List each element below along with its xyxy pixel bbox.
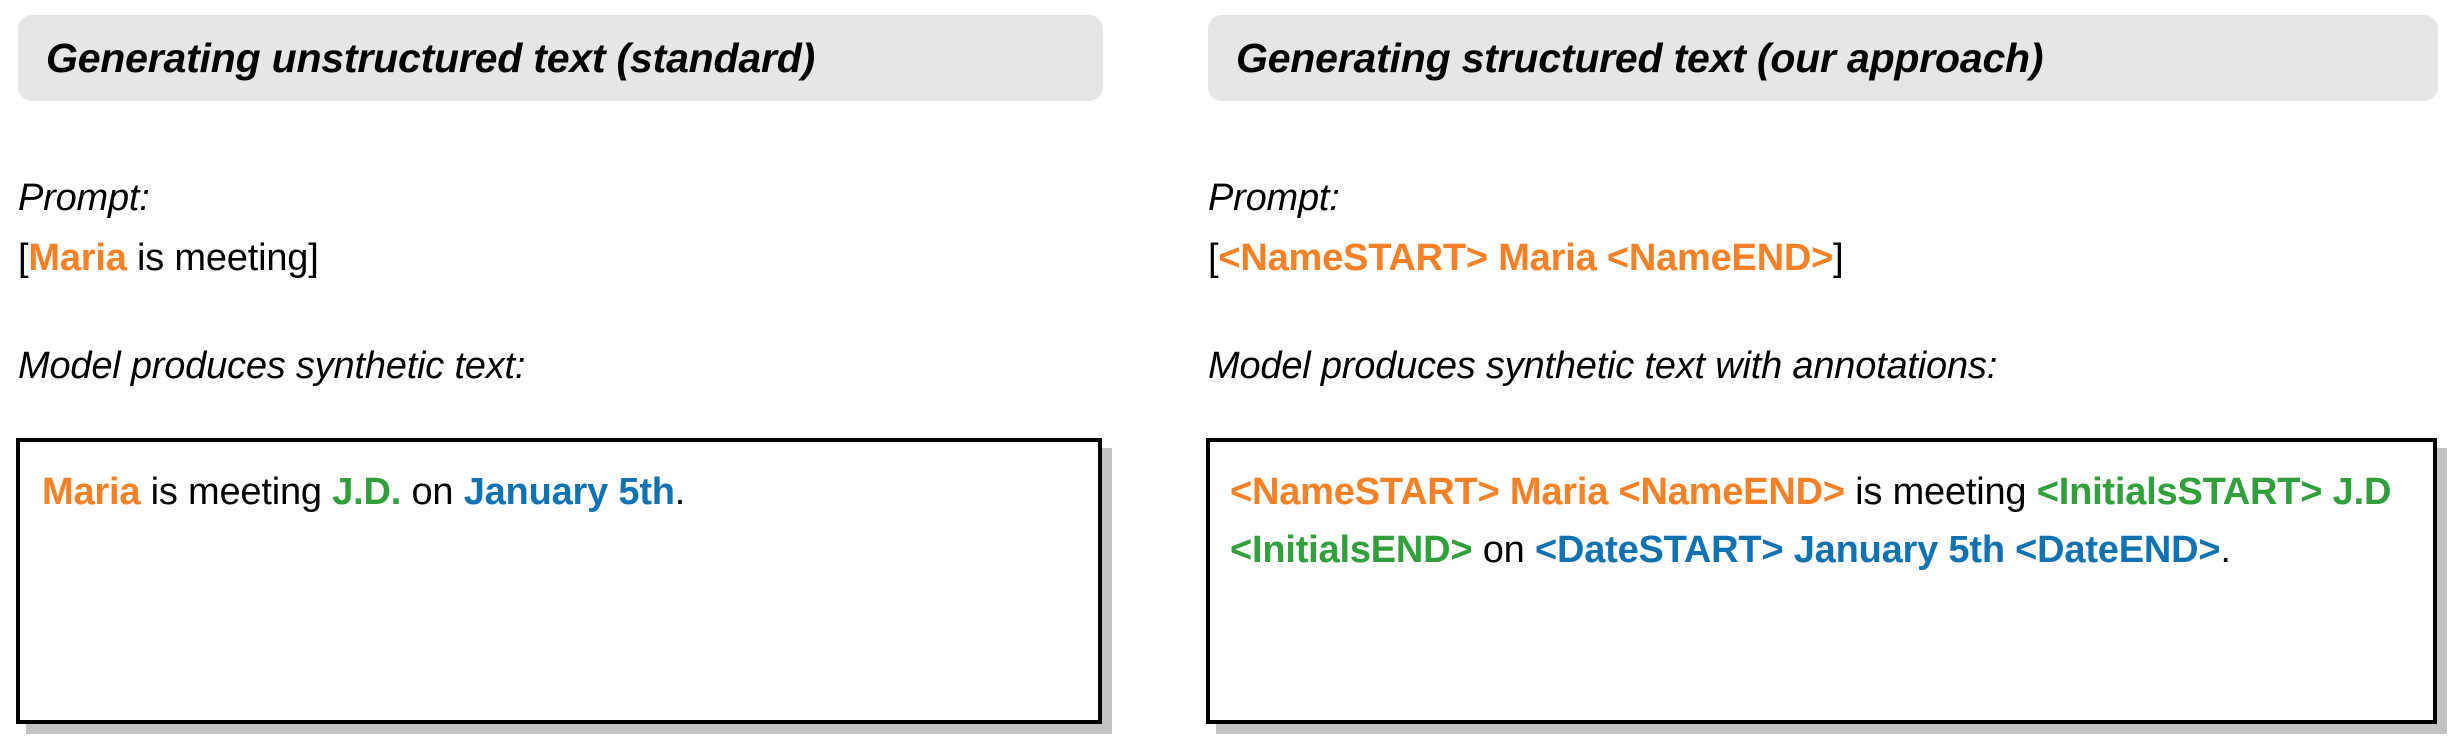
prompt-label-left: Prompt: — [18, 177, 150, 219]
prompt-line-left: [Maria is meeting] — [18, 237, 319, 280]
text-segment-plain_text-3: on — [1472, 528, 1535, 571]
text-segment-date_entity-4: <DateSTART> January 5th <DateEND> — [1534, 528, 2221, 571]
page-title-structured: Generating structured text (our approach… — [1236, 34, 2044, 81]
model-output-label-left: Model produces synthetic text: — [18, 345, 526, 387]
page-title-unstructured: Generating unstructured text (standard) — [46, 34, 816, 81]
prompt-segments-right: <NameSTART> Maria <NameEND> — [1218, 237, 1833, 279]
text-segment-plain_text-5: . — [2220, 528, 2231, 571]
prompt-open-bracket-left: [ — [18, 237, 29, 279]
text-segment-initials_entity-2: J.D. — [332, 471, 402, 513]
output-text-left: Maria is meeting J.D. on January 5th. — [20, 442, 1098, 522]
prompt-line-right: [<NameSTART> Maria <NameEND>] — [1208, 237, 1844, 280]
text-segment-plain_text-1: is meeting — [140, 471, 333, 513]
panel-structured: Generating structured text (our approach… — [1190, 0, 2463, 753]
output-box-structured: <NameSTART> Maria <NameEND> is meeting <… — [1206, 438, 2437, 724]
prompt-label-right: Prompt: — [1208, 177, 1340, 219]
prompt-close-bracket-left: ] — [308, 237, 319, 279]
text-segment-name_entity-0: <NameSTART> Maria <NameEND> — [1218, 237, 1834, 279]
text-segment-name_entity-0: Maria — [42, 471, 141, 513]
panel-unstructured: Generating unstructured text (standard) … — [0, 0, 1180, 753]
model-output-label-right: Model produces synthetic text with annot… — [1208, 345, 1998, 387]
text-segment-plain_text-1: is meeting — [1844, 471, 2037, 513]
text-segment-initials_entity-2: <InitialsSTART> J.D <InitialsEND> — [1230, 471, 2392, 571]
output-box-unstructured: Maria is meeting J.D. on January 5th. — [16, 438, 1102, 724]
header-pill-structured: Generating structured text (our approach… — [1208, 15, 2438, 101]
text-segment-name_entity-0: <NameSTART> Maria <NameEND> — [1230, 471, 1845, 513]
prompt-close-bracket-right: ] — [1833, 237, 1844, 279]
prompt-segments-left: Maria is meeting — [28, 237, 308, 279]
output-text-right: <NameSTART> Maria <NameEND> is meeting <… — [1210, 442, 2433, 580]
text-segment-plain_text-3: on — [401, 471, 464, 513]
text-segment-plain_text-5: . — [674, 471, 686, 513]
text-segment-name_entity-0: Maria — [28, 237, 127, 279]
prompt-open-bracket-right: [ — [1208, 237, 1219, 279]
text-segment-date_entity-4: January 5th — [463, 471, 675, 513]
text-segment-plain_text-1: is meeting — [126, 237, 309, 279]
header-pill-unstructured: Generating unstructured text (standard) — [18, 15, 1103, 101]
